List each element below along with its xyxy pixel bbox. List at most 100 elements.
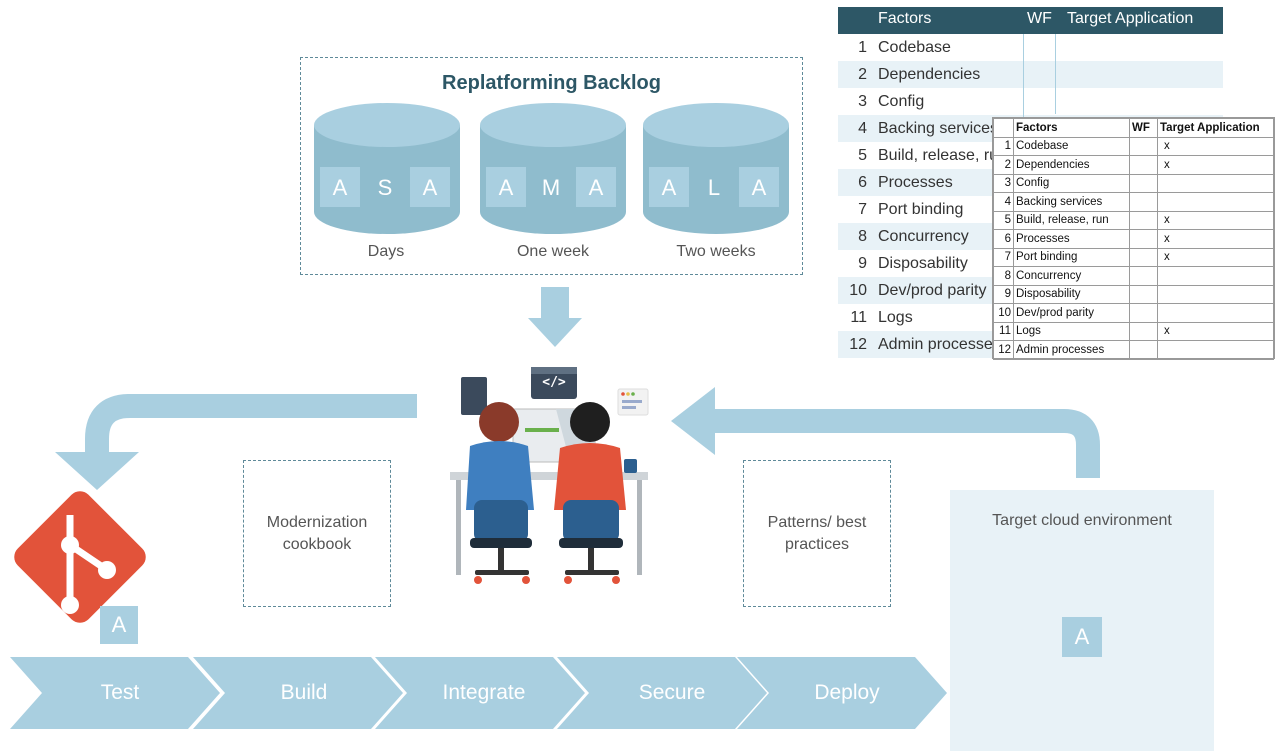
checklist-cell-target [1157,284,1274,304]
checklist-cell-num: 7 [993,247,1014,267]
pipeline-stage-chevron [557,657,767,729]
backlog-title: Replatforming Backlog [442,72,661,94]
factors-table-header: Factors WF Target Application [838,7,1223,34]
checklist-cell-target: x [1157,229,1274,249]
factor-name: Processes [878,174,953,191]
pipeline-stage-chevron [737,657,947,729]
checklist-cell-target [1157,173,1274,193]
checklist-cell-target [1157,303,1274,323]
factors-table-row: 5 Build, release, run [838,142,1223,169]
db-label-days: Days [367,243,405,260]
app-letter: A [423,175,438,200]
factor-number: 2 [858,66,867,83]
checklist-cell-name: Admin processes [1013,340,1130,360]
checklist-cell-wf [1129,266,1158,286]
checklist-cell-num: 6 [993,229,1014,249]
checklist-cell-wf [1129,340,1158,360]
app-letter: L [708,175,720,200]
checklist-cell-num: 2 [993,155,1014,175]
small-header-factors: Factors [1013,118,1130,138]
factor-number: 4 [858,120,867,137]
factor-number: 11 [850,309,867,326]
checklist-cell-wf [1129,247,1158,267]
stage-deploy: Deploy [814,681,880,704]
checklist-cell-num: 1 [993,136,1014,156]
code-symbol: </> [542,375,566,390]
factor-name: Dependencies [878,66,981,83]
factor-name: Disposability [878,255,968,272]
checklist-cell-name: Concurrency [1013,266,1130,286]
factor-name: Codebase [878,39,951,56]
checklist-cell-name: Codebase [1013,136,1130,156]
stage-integrate: Integrate [442,681,526,704]
stage-test: Test [100,681,140,704]
db-label-one-week: One week [516,243,590,260]
checklist-cell-target: x [1157,247,1274,267]
factor-number: 9 [858,255,867,272]
factor-number: 12 [849,336,867,353]
checklist-cell-target [1157,340,1274,360]
environment-app-badge: A [1062,617,1102,657]
checklist-cell-wf [1129,136,1158,156]
stage-secure: Secure [638,681,706,704]
checklist-cell-wf [1129,321,1158,341]
header-factors: Factors [878,10,932,27]
checklist-cell-target: x [1157,155,1274,175]
patterns-label: Patterns/ best practices [767,513,867,553]
checklist-cell-target: x [1157,210,1274,230]
header-wf: WF [1027,10,1052,27]
factor-number: 6 [858,174,867,191]
checklist-cell-num: 11 [993,321,1014,341]
checklist-cell-wf [1129,284,1158,304]
cookbook-label: Modernization cookbook [266,513,368,553]
checklist-cell-target: x [1157,321,1274,341]
checklist-cell-wf [1129,303,1158,323]
factor-name: Build, release, run [878,147,1000,164]
git-logo-icon [14,491,146,623]
app-letter: A [589,175,604,200]
checklist-cell-name: Disposability [1013,284,1130,304]
checklist-cell-name: Backing services [1013,192,1130,212]
stage-build: Build [280,681,328,704]
checklist-cell-num: 9 [993,284,1014,304]
factor-number: 5 [858,147,867,164]
pipeline-chevrons [10,657,947,729]
factor-name: Port binding [878,201,964,218]
small-header-target: Target Application [1157,118,1274,138]
checklist-cell-num: 5 [993,210,1014,230]
checklist-cell-target: x [1157,136,1274,156]
repo-app-badge: A [100,606,138,644]
small-header-wf: WF [1129,118,1158,138]
app-letter: M [542,175,560,200]
checklist-cell-num: 10 [993,303,1014,323]
pipeline-stage-chevron [193,657,403,729]
factor-name: Admin processes [878,336,1000,353]
app-letter: S [378,175,393,200]
checklist-cell-target [1157,192,1274,212]
factor-name: Concurrency [878,228,969,245]
pipeline-stage-chevron [10,657,220,729]
checklist-cell-wf [1129,173,1158,193]
checklist-cell-name: Build, release, run [1013,210,1130,230]
replatforming-backlog-box: Replatforming Backlog [300,57,803,275]
checklist-cell-wf [1129,192,1158,212]
checklist-cell-num: 12 [993,340,1014,360]
